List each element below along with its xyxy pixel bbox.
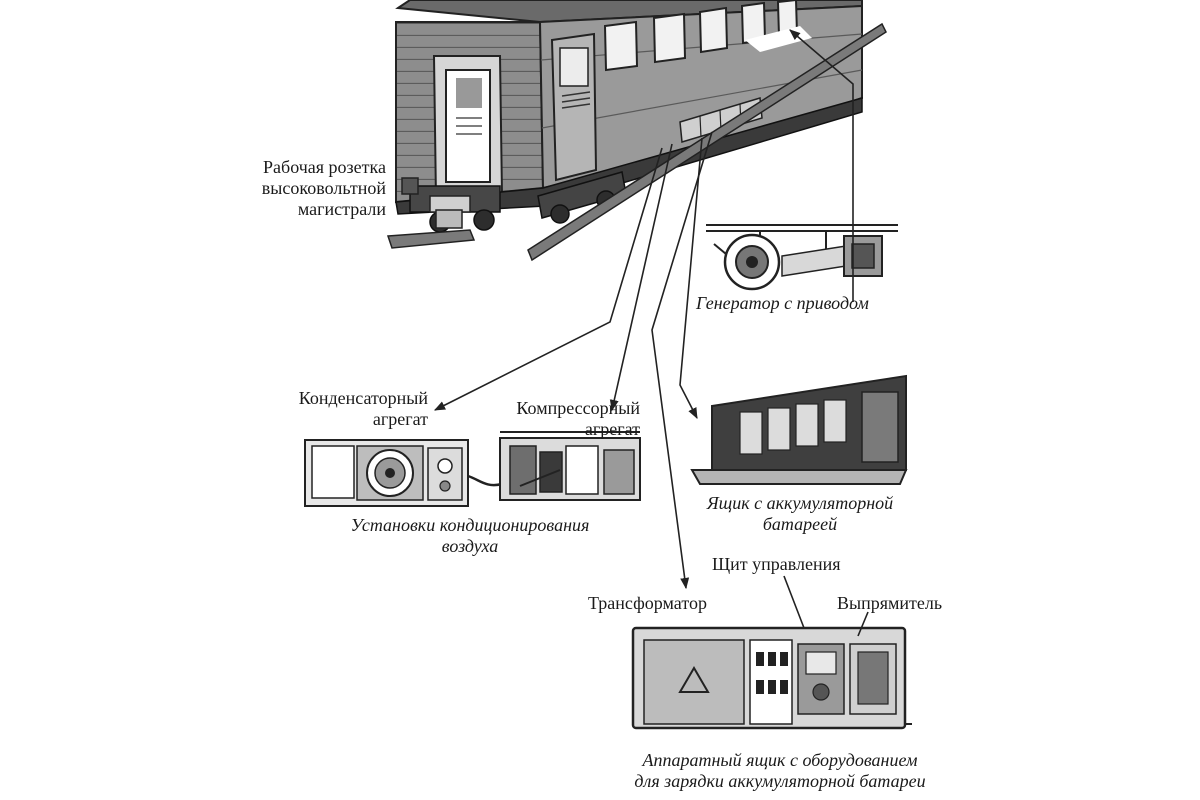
compressor-unit bbox=[499, 431, 641, 501]
generator-with-drive bbox=[706, 224, 898, 291]
passenger-car bbox=[386, 0, 887, 262]
label-generator: Генератор с приводом bbox=[696, 293, 869, 313]
label-charging-equipment-box: Аппаратный ящик с оборудованием для заря… bbox=[634, 750, 926, 791]
condenser-unit bbox=[304, 439, 503, 507]
battery-box bbox=[690, 374, 908, 485]
arrow-to-equipment-box bbox=[651, 131, 713, 590]
arrow-to-battery-box bbox=[679, 137, 703, 419]
label-compressor-unit: Компрессорный агрегат bbox=[516, 398, 640, 439]
charging-equipment-box bbox=[631, 626, 912, 730]
leader-control-panel bbox=[783, 575, 805, 629]
label-battery-box: Ящик с аккумуляторной батареей bbox=[706, 493, 894, 534]
label-control-panel: Щит управления bbox=[712, 554, 841, 574]
label-rectifier: Выпрямитель bbox=[837, 593, 943, 613]
arrow-to-generator bbox=[789, 29, 854, 302]
label-condenser-unit: Конденсаторный агрегат bbox=[298, 388, 428, 429]
label-air-conditioning: Установки кондиционирования воздуха bbox=[350, 515, 590, 556]
arrow-to-condenser bbox=[433, 147, 663, 411]
arrow-to-compressor bbox=[609, 143, 673, 412]
label-transformer: Трансформатор bbox=[588, 593, 707, 613]
callout-arrows bbox=[433, 29, 869, 637]
label-high-voltage-socket: Рабочая розетка высоковольтной магистрал… bbox=[261, 157, 386, 219]
leader-rectifier bbox=[857, 611, 869, 637]
